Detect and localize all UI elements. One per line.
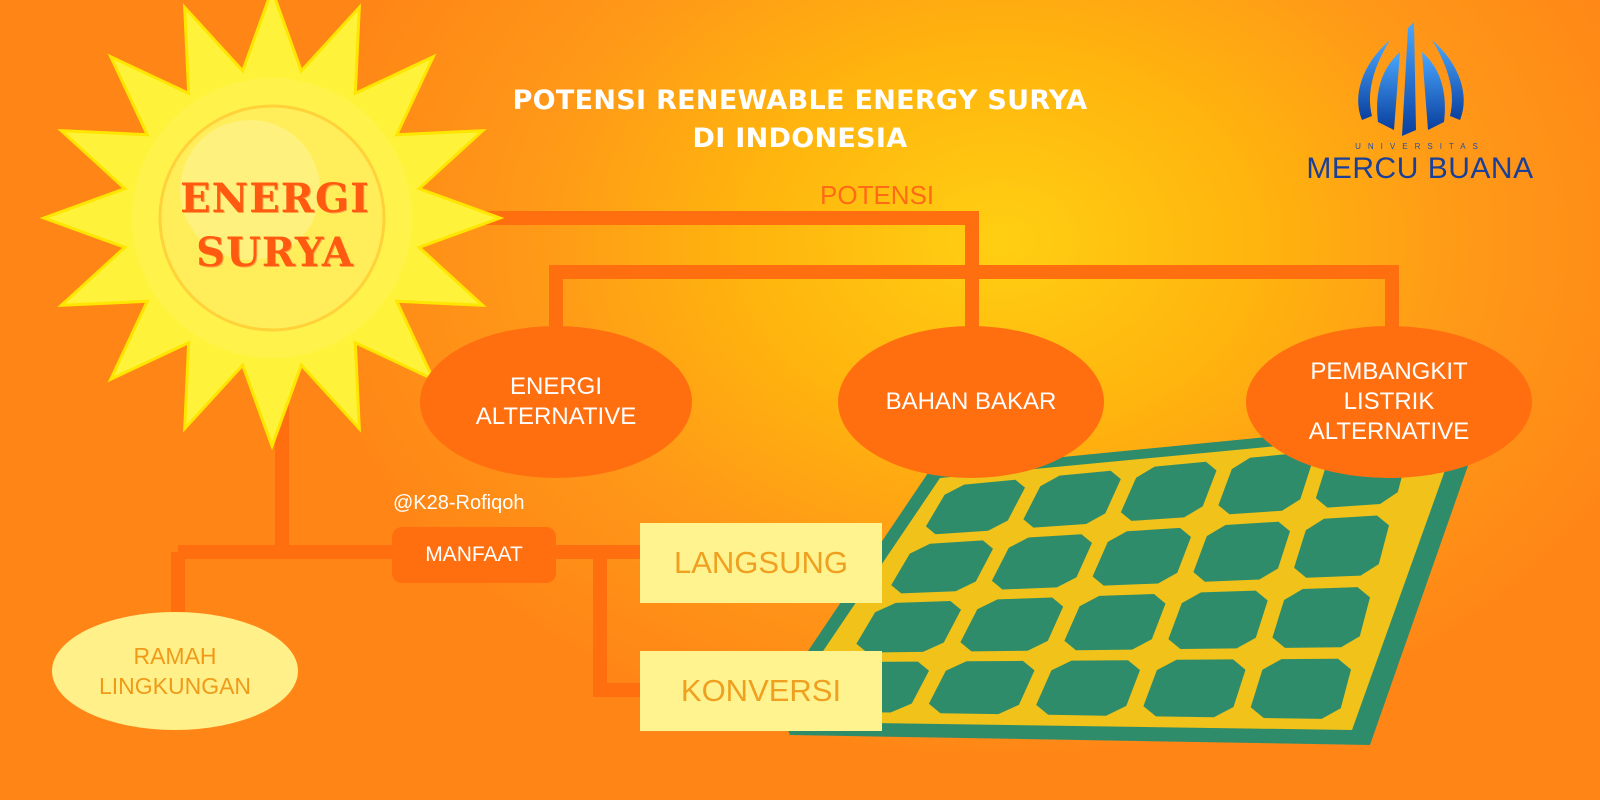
- solar-cell: [1120, 461, 1217, 521]
- solar-cell: [1272, 587, 1370, 648]
- page-title: POTENSI RENEWABLE ENERGY SURYA DI INDONE…: [400, 82, 1200, 158]
- connector-potensi-main: [470, 211, 979, 330]
- solar-cell: [1036, 660, 1140, 716]
- solar-cell: [1294, 515, 1389, 578]
- sun-core: [158, 104, 386, 332]
- solar-cell: [856, 601, 961, 653]
- sun-icon: [39, 0, 505, 451]
- solar-cell: [928, 660, 1035, 715]
- oval-energi-alternative: ENERGI ALTERNATIVE: [420, 326, 692, 478]
- solar-cell: [1168, 590, 1268, 649]
- oval-label: PEMBANGKIT LISTRIK ALTERNATIVE: [1308, 358, 1470, 445]
- solar-cell: [1250, 658, 1351, 719]
- potensi-label: POTENSI: [820, 180, 935, 210]
- solar-cell: [1023, 470, 1121, 528]
- logo-subtitle: UNIVERSITAS: [1355, 142, 1485, 151]
- solar-cell: [891, 540, 993, 594]
- title-line-2: DI INDONESIA: [692, 123, 908, 154]
- solar-cell: [1193, 521, 1290, 582]
- oval-ramah-lingkungan: RAMAH LINGKUNGAN: [52, 612, 298, 730]
- title-line-1: POTENSI RENEWABLE ENERGY SURYA: [512, 85, 1088, 116]
- solar-cell: [960, 597, 1064, 652]
- sun-label: ENERGI SURYA: [170, 172, 380, 280]
- logo-name: MERCU BUANA: [1306, 152, 1534, 185]
- solar-cell: [1143, 659, 1246, 718]
- box-langsung: LANGSUNG: [640, 523, 882, 603]
- solar-cell: [991, 534, 1092, 590]
- solar-cell: [1064, 594, 1166, 651]
- oval-pembangkit-listrik-alternative: PEMBANGKIT LISTRIK ALTERNATIVE: [1246, 326, 1532, 478]
- sun-label-line-2: SURYA: [196, 229, 354, 276]
- sun-label-line-1: ENERGI: [180, 175, 370, 222]
- connector-potensi-branch: [549, 265, 1399, 330]
- solar-cell: [1218, 452, 1313, 515]
- credit-text: @K28-Rofiqoh: [393, 492, 525, 514]
- sun-core-highlight: [180, 120, 320, 260]
- box-konversi: KONVERSI: [640, 651, 882, 731]
- oval-bahan-bakar: BAHAN BAKAR: [838, 326, 1104, 478]
- connector-konversi: [593, 552, 650, 697]
- oval-label: RAMAH LINGKUNGAN: [98, 643, 252, 699]
- oval-label: BAHAN BAKAR: [885, 388, 1057, 415]
- mercu-buana-tower-icon: [1358, 22, 1464, 136]
- manfaat-node: MANFAAT: [392, 527, 556, 583]
- oval-label: ENERGI ALTERNATIVE: [475, 373, 637, 430]
- solar-cell: [1092, 527, 1191, 586]
- solar-cell: [925, 479, 1025, 535]
